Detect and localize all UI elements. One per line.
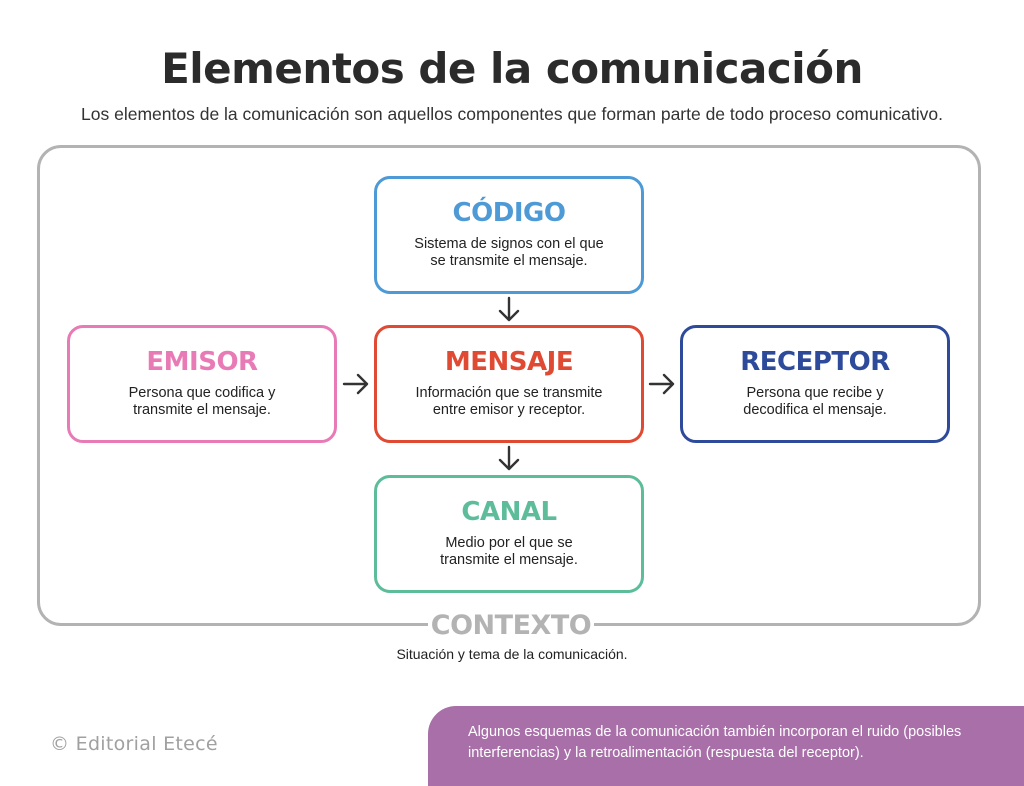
arrow-codigo-to-mensaje (498, 296, 520, 322)
node-codigo-title: CÓDIGO (452, 198, 566, 228)
footnote-text: Algunos esquemas de la comunicación tamb… (468, 724, 962, 761)
arrow-mensaje-to-receptor (648, 373, 675, 395)
node-codigo: CÓDIGO Sistema de signos con el que se t… (374, 176, 644, 294)
node-mensaje-description: Información que se transmite entre emiso… (415, 385, 603, 418)
node-mensaje-title: MENSAJE (444, 347, 574, 377)
node-emisor-title: EMISOR (146, 347, 258, 377)
node-canal-description: Medio por el que se transmite el mensaje… (440, 535, 578, 568)
node-receptor-description: Persona que recibe y decodifica el mensa… (743, 385, 887, 418)
page-subtitle: Los elementos de la comunicación son aqu… (81, 104, 943, 124)
node-mensaje: MENSAJE Información que se transmite ent… (374, 325, 644, 443)
context-title: CONTEXTO (428, 606, 594, 646)
footnote-banner: Algunos esquemas de la comunicación tamb… (428, 706, 1024, 786)
node-codigo-description: Sistema de signos con el que se transmit… (414, 236, 604, 269)
node-emisor-description: Persona que codifica y transmite el mens… (128, 385, 276, 418)
node-receptor: RECEPTOR Persona que recibe y decodifica… (680, 325, 950, 443)
node-canal-title: CANAL (461, 497, 557, 527)
arrow-mensaje-to-canal (498, 445, 520, 471)
node-emisor: EMISOR Persona que codifica y transmite … (67, 325, 337, 443)
copyright-credit: © Editorial Etecé (50, 733, 218, 755)
page-title: Elementos de la comunicación (161, 44, 863, 93)
context-description: Situación y tema de la comunicación. (396, 646, 628, 662)
node-canal: CANAL Medio por el que se transmite el m… (374, 475, 644, 593)
node-receptor-title: RECEPTOR (740, 347, 890, 377)
arrow-emisor-to-mensaje (342, 373, 369, 395)
